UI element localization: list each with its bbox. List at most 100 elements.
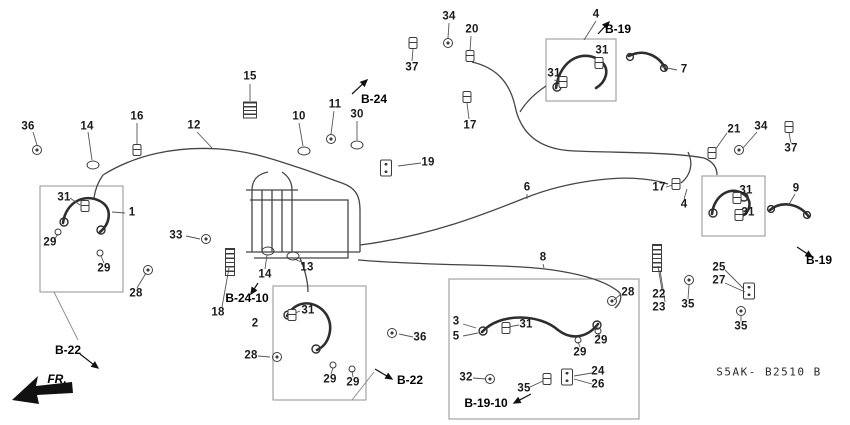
ref-label-b-24-10: B-24-10 — [225, 291, 269, 305]
callout-29: 29 — [97, 262, 111, 275]
ref-label-b-19-right: B-19 — [805, 253, 833, 267]
bolt-icon — [272, 352, 282, 362]
leader-lines — [32, 20, 796, 388]
callout-25: 25 — [712, 261, 726, 274]
ref-label-b-22-center: B-22 — [396, 373, 424, 387]
clip-icon — [784, 121, 794, 133]
clip-icon — [558, 76, 568, 88]
callout-17: 17 — [463, 119, 477, 132]
callout-17: 17 — [652, 181, 666, 194]
bolt-icon — [734, 145, 744, 155]
clip-icon — [732, 192, 742, 204]
callout-8: 8 — [539, 251, 547, 264]
callout-29: 29 — [573, 346, 587, 359]
clip-icon — [462, 91, 472, 103]
clip-icon — [501, 322, 511, 334]
callout-1: 1 — [128, 206, 136, 219]
bolt-icon — [143, 265, 153, 275]
callout-29: 29 — [346, 376, 360, 389]
callout-14: 14 — [80, 120, 94, 133]
callout-5: 5 — [452, 330, 460, 343]
callout-28: 28 — [129, 287, 143, 300]
callout-36: 36 — [21, 120, 35, 133]
callout-31: 31 — [739, 184, 753, 197]
washer-icon — [574, 336, 582, 344]
callout-3: 3 — [452, 315, 460, 328]
clip-icon — [542, 373, 552, 385]
clip-icon — [80, 200, 90, 212]
ref-label-b-19-top: B-19 — [604, 22, 632, 36]
washer-icon — [594, 327, 602, 335]
clip-icon — [594, 57, 604, 69]
brake-hoses — [61, 51, 811, 352]
stack-icon — [243, 101, 257, 119]
bolt-icon — [32, 145, 42, 155]
clip-icon — [287, 309, 297, 321]
callout-21: 21 — [727, 123, 741, 136]
ref-label-b-22-left: B-22 — [54, 343, 82, 357]
callout-12: 12 — [187, 119, 201, 132]
callout-37: 37 — [405, 61, 419, 74]
comb-icon — [652, 244, 662, 272]
grommet-icon — [350, 140, 364, 150]
bolt-icon — [326, 134, 336, 144]
washer-icon — [96, 249, 104, 257]
bolt-icon — [387, 328, 397, 338]
callout-29: 29 — [594, 334, 608, 347]
callout-4: 4 — [592, 8, 600, 21]
callout-16: 16 — [130, 110, 144, 123]
brake-pipes — [93, 61, 718, 309]
callout-9: 9 — [792, 182, 800, 195]
callout-34: 34 — [442, 10, 456, 23]
callout-10: 10 — [292, 110, 306, 123]
reference-arrows — [79, 20, 814, 404]
washer-icon — [54, 228, 62, 236]
callout-31: 31 — [595, 44, 609, 57]
callout-31: 31 — [57, 191, 71, 204]
callout-30: 30 — [350, 108, 364, 121]
callout-29: 29 — [323, 373, 337, 386]
bracket-icon — [561, 368, 573, 386]
hose-fittings — [59, 52, 812, 354]
bolt-icon — [443, 38, 453, 48]
callout-2: 2 — [251, 317, 259, 330]
callout-13: 13 — [300, 261, 314, 274]
callout-31: 31 — [301, 304, 315, 317]
callout-31: 31 — [519, 318, 533, 331]
callout-14: 14 — [258, 268, 272, 281]
callout-23: 23 — [652, 301, 666, 314]
washer-icon — [348, 365, 356, 373]
part-code: S5AK- B2510 B — [716, 365, 822, 379]
washer-icon — [329, 361, 337, 369]
assembly-boxes — [39, 38, 766, 420]
callout-31: 31 — [741, 206, 755, 219]
callout-26: 26 — [591, 378, 605, 391]
grommet-icon — [286, 251, 300, 261]
callout-7: 7 — [680, 63, 688, 76]
callout-31: 31 — [547, 67, 561, 80]
callout-36: 36 — [413, 331, 427, 344]
callout-27: 27 — [712, 274, 726, 287]
fr-direction-label: FR. — [47, 372, 67, 386]
clip-icon — [671, 178, 681, 190]
grommet-icon — [297, 146, 311, 156]
bolt-icon — [607, 296, 617, 306]
bolt-icon — [485, 374, 495, 384]
callout-29: 29 — [43, 236, 57, 249]
callout-6: 6 — [523, 181, 531, 194]
bolt-icon — [201, 234, 211, 244]
callout-35: 35 — [681, 298, 695, 311]
bolt-icon — [736, 306, 746, 316]
callout-24: 24 — [591, 365, 605, 378]
bracket-icon — [743, 282, 755, 300]
callout-22: 22 — [652, 288, 666, 301]
bracket-icon — [380, 159, 392, 177]
grommet-icon — [86, 160, 100, 170]
callout-35: 35 — [517, 382, 531, 395]
callout-4: 4 — [680, 198, 688, 211]
callout-32: 32 — [459, 371, 473, 384]
callout-28: 28 — [621, 286, 635, 299]
callout-28: 28 — [244, 349, 258, 362]
